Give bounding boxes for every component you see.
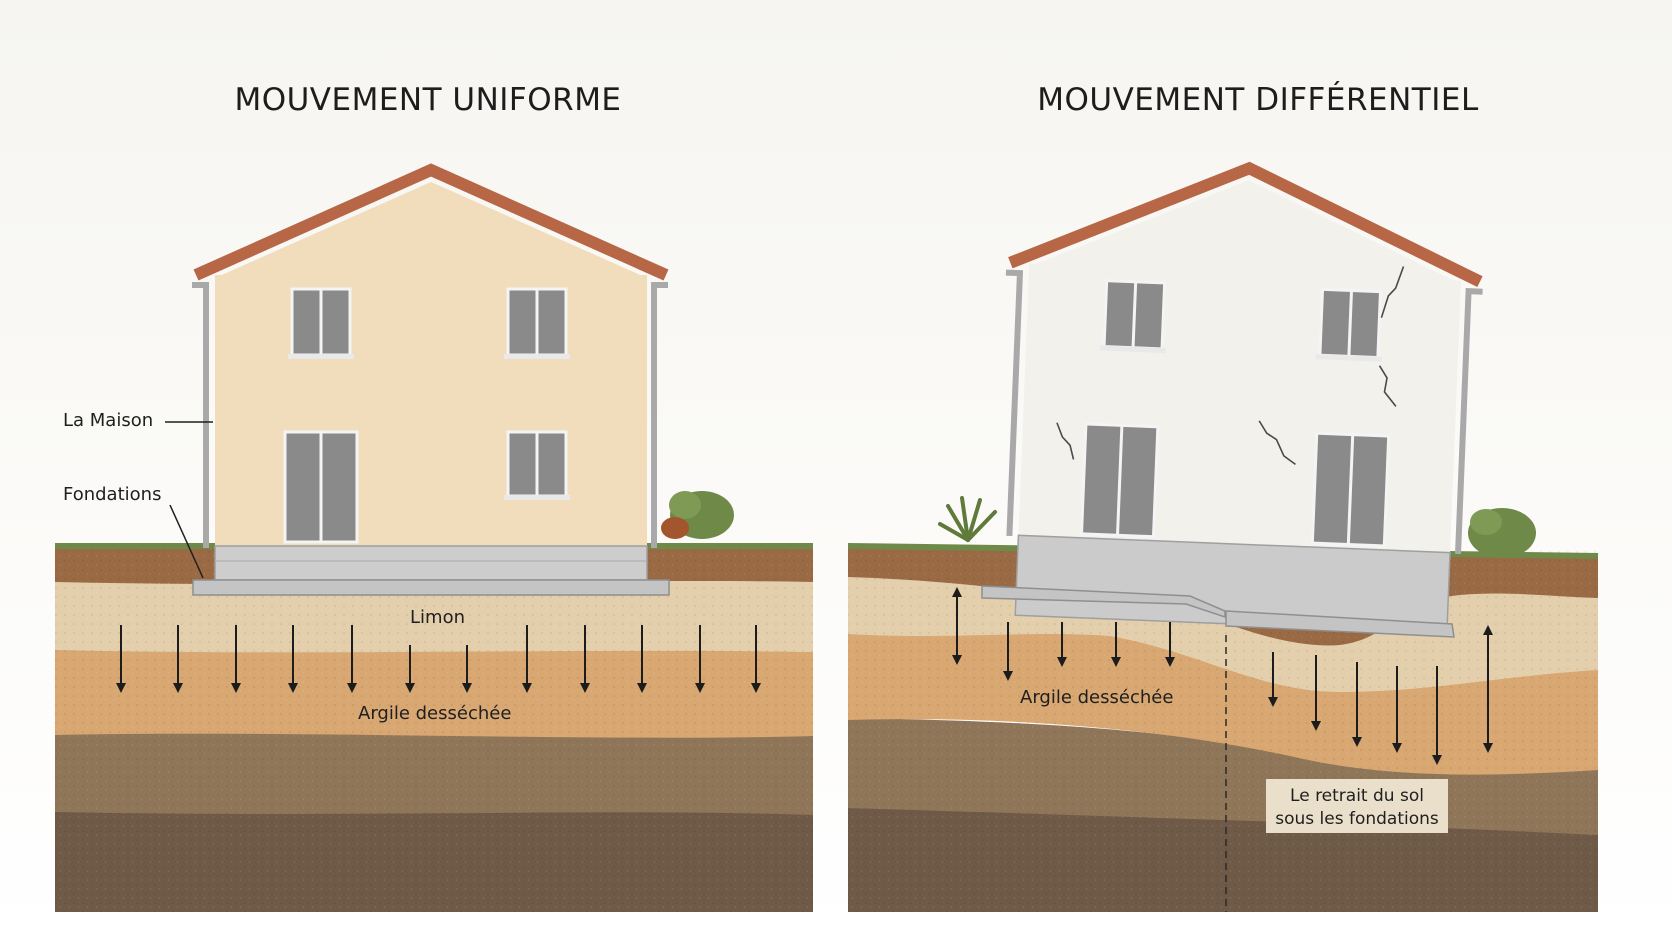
right-agave-icon [938,496,997,542]
left-house [192,163,670,596]
left-footing [192,579,670,596]
right-footing-right-part [1225,610,1455,638]
right-shrub-icon [1468,508,1536,558]
right-downpipe-icon [651,282,668,548]
left-soil [55,543,813,912]
right-arrows [952,587,1493,765]
left-panel-title: MOUVEMENT UNIFORME [234,82,622,118]
right-house [1005,161,1483,634]
right-house-left-downpipe-icon [1005,269,1024,537]
house-label: La Maison [63,410,154,431]
left-foundation-wall [214,545,648,581]
right-house-right-downpipe-icon [1455,288,1483,555]
silt-label: Limon [410,607,465,628]
left-shrub-icon [661,491,734,539]
left-gable [215,182,647,278]
right-gable [1029,180,1461,284]
left-down-arrows [116,625,761,693]
right-panel-title: MOUVEMENT DIFFÉRENTIEL [1037,82,1479,118]
foundations-label: Fondations [63,484,162,505]
foundations-leader-line [169,504,204,579]
soil-shrinkage-note: Le retrait du sol sous les fondations [1266,779,1448,833]
soil-shrinkage-note-line2: sous les fondations [1275,809,1439,829]
right-footing-left-part [981,585,1226,619]
left-dry-clay-label: Argile desséchée [358,703,512,724]
soil-shrinkage-note-line1: Le retrait du sol [1290,786,1424,806]
right-dry-clay-label: Argile desséchée [1020,687,1174,708]
left-facade [215,275,647,547]
left-downpipe-icon [192,282,209,548]
crack-icon [1056,266,1405,466]
